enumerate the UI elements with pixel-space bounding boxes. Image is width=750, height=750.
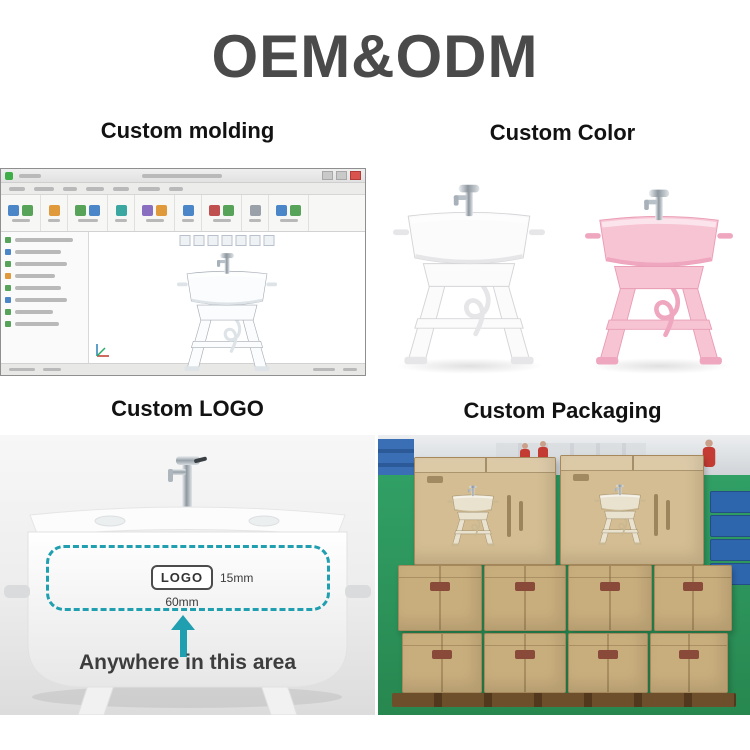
page-title: OEM&ODM [211, 23, 539, 90]
carton-small [654, 565, 732, 631]
ribbon-group[interactable] [1, 195, 41, 231]
carton-small [568, 633, 648, 693]
brand-stamp [430, 582, 450, 591]
cad-body [1, 232, 365, 363]
cad-feature-tree[interactable] [1, 232, 89, 363]
logo-caption: Anywhere in this area [78, 651, 297, 674]
cad-titlebar [1, 169, 365, 183]
ribbon-group[interactable] [68, 195, 108, 231]
ribbon-group[interactable] [108, 195, 135, 231]
carton-small [568, 565, 652, 631]
ribbon-group[interactable] [135, 195, 175, 231]
white-sink-illustration [393, 180, 545, 370]
cad-window [0, 168, 366, 376]
up-arrow-stem [180, 629, 187, 657]
cad-canvas[interactable] [89, 232, 365, 363]
ribbon-group[interactable] [175, 195, 202, 231]
brand-stamp [598, 650, 618, 659]
logo-width-dimension: 60mm [165, 595, 199, 609]
brand-stamp [679, 650, 699, 659]
heading-custom-logo: Custom LOGO [111, 396, 264, 421]
wooden-pallet [392, 693, 736, 707]
pink-sink-illustration [585, 185, 733, 370]
ribbon-group[interactable] [269, 195, 309, 231]
carton-small [484, 633, 566, 693]
heading-custom-packaging: Custom Packaging [463, 398, 662, 423]
packaging-photo [378, 435, 750, 715]
brand-stamp [683, 582, 703, 591]
heading-custom-color: Custom Color [489, 120, 636, 145]
ribbon-group[interactable] [202, 195, 242, 231]
logo-photo: LOGO 15mm 60mm Anywhere in this area [0, 435, 375, 715]
maximize-icon[interactable] [336, 171, 347, 180]
cad-menubar[interactable] [1, 183, 365, 195]
brand-stamp [600, 582, 620, 591]
cad-app-logo-icon [5, 171, 13, 180]
carton-small [650, 633, 728, 693]
logo-height-dimension: 15mm [220, 571, 254, 585]
cad-quickbar [19, 173, 41, 178]
product-shadow [396, 358, 544, 374]
carton-large [414, 457, 556, 565]
cad-sink-model-illustration[interactable] [177, 250, 277, 375]
cad-statusbar [1, 363, 365, 375]
brand-stamp [432, 650, 452, 659]
up-arrow-icon [171, 615, 195, 630]
axis-triad-icon [96, 344, 109, 357]
brand-stamp [515, 650, 535, 659]
logo-placement-area [46, 545, 330, 611]
canvas-view-toolbar[interactable] [179, 235, 275, 246]
cad-ribbon-toolbar[interactable] [1, 195, 365, 232]
product-shadow [588, 358, 732, 374]
window-controls[interactable] [322, 171, 361, 180]
close-icon[interactable] [350, 171, 361, 180]
heading-custom-molding: Custom molding [100, 118, 275, 143]
worker-figure [702, 439, 716, 467]
brand-stamp [515, 582, 535, 591]
carton-print [425, 476, 545, 554]
ribbon-group[interactable] [41, 195, 68, 231]
ribbon-group[interactable] [242, 195, 269, 231]
logo-badge: LOGO [151, 565, 213, 590]
carton-small [484, 565, 566, 631]
carton-small [398, 565, 482, 631]
carton-print [571, 474, 693, 554]
carton-small [402, 633, 482, 693]
carton-large [560, 455, 704, 565]
cad-window-title [141, 173, 222, 178]
minimize-icon[interactable] [322, 171, 333, 180]
worker-figure [538, 441, 548, 463]
